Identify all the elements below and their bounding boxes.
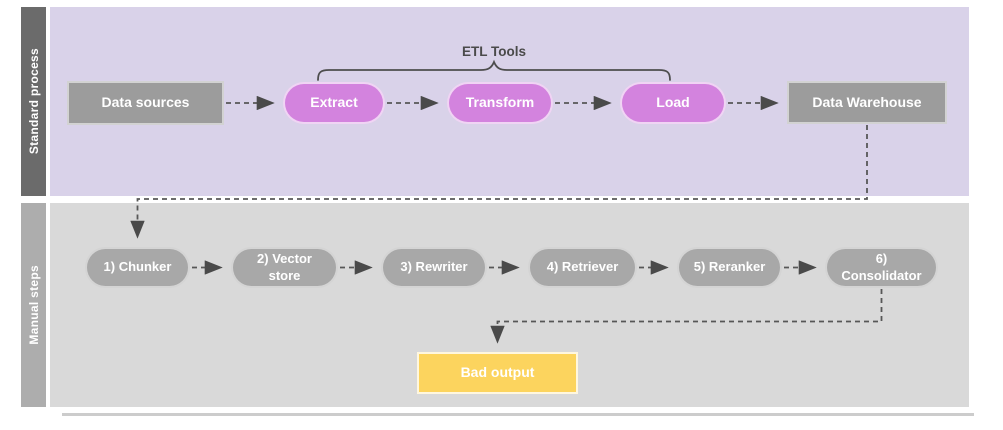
- bottom-divider-line: [62, 413, 974, 416]
- node-load: Load: [620, 82, 726, 124]
- etl-tools-label: ETL Tools: [462, 44, 526, 59]
- node-vector-store: 2) Vector store: [231, 247, 338, 288]
- lane-label-manual-steps: Manual steps: [26, 265, 41, 345]
- node-retriever: 4) Retriever: [528, 247, 637, 288]
- node-transform: Transform: [447, 82, 553, 124]
- node-bad-output: Bad output: [417, 352, 578, 394]
- lane-label-standard-process: Standard process: [26, 48, 41, 155]
- node-data-warehouse: Data Warehouse: [787, 81, 947, 124]
- lane-header-manual-steps: Manual steps: [21, 203, 46, 407]
- node-rewriter: 3) Rewriter: [381, 247, 487, 288]
- node-reranker: 5) Reranker: [677, 247, 782, 288]
- node-extract: Extract: [283, 82, 385, 124]
- node-consolidator: 6) Consolidator: [825, 247, 938, 288]
- node-chunker: 1) Chunker: [85, 247, 190, 288]
- node-data-sources: Data sources: [67, 81, 224, 125]
- lane-header-standard-process: Standard process: [21, 7, 46, 196]
